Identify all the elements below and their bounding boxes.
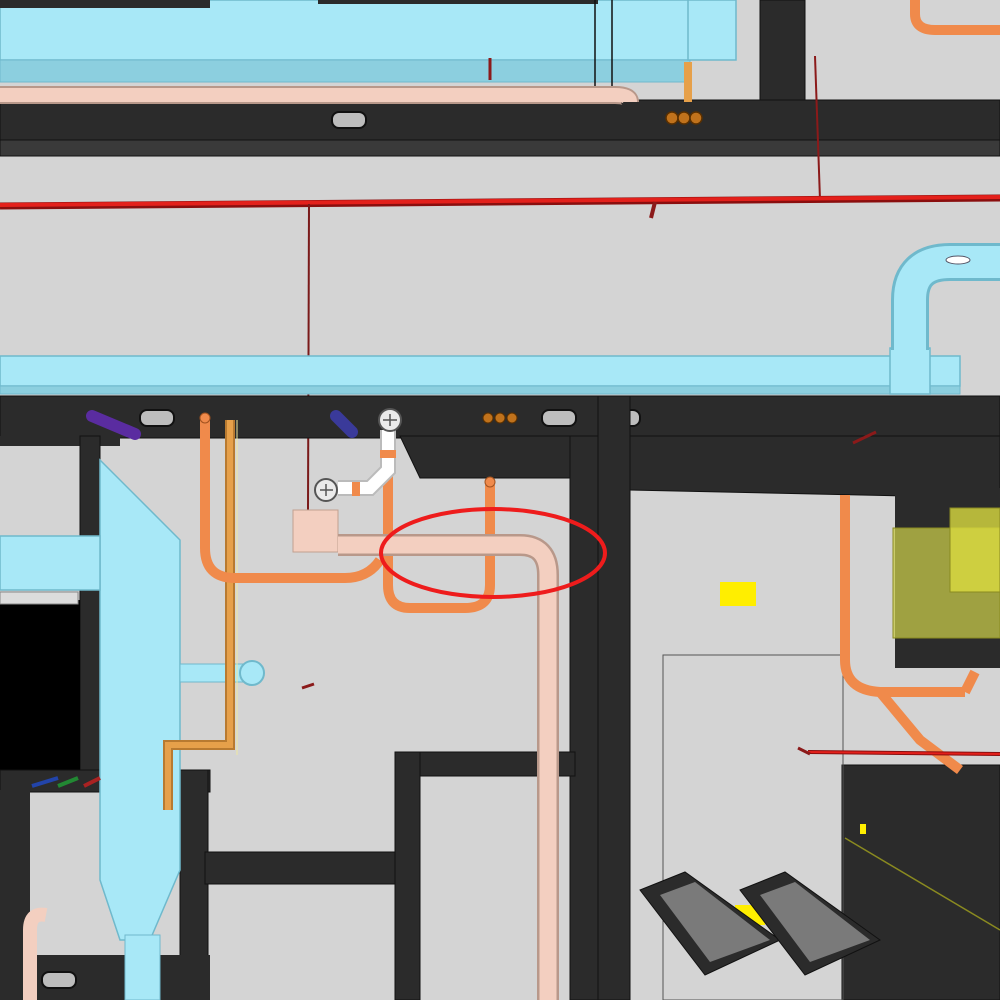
beam-drop[interactable]	[399, 435, 571, 479]
hanger-rod	[852, 430, 877, 445]
refrigerant-pipe[interactable]	[86, 410, 141, 440]
floor-drain-icon	[378, 408, 402, 432]
pipe-stub	[57, 776, 79, 788]
hanger-rod	[301, 682, 315, 690]
marker	[860, 824, 866, 834]
air-diffuser[interactable]	[739, 871, 881, 976]
refrigerant-pipe[interactable]	[330, 410, 358, 438]
cleanout-icon	[314, 478, 338, 502]
hvac-duct-riser[interactable]	[0, 458, 265, 1000]
drain-assembly[interactable]	[338, 430, 396, 496]
pipe-penetrations-mid	[482, 412, 518, 424]
storm-pipe-lower[interactable]	[23, 907, 48, 1000]
pipe-stub	[83, 776, 101, 788]
hvac-duct-upper[interactable]	[0, 0, 737, 83]
cable-tray-line	[844, 837, 1000, 931]
pipe-penetrations-top	[665, 111, 703, 125]
fire-branch[interactable]	[797, 746, 1000, 756]
pipe-cap	[484, 476, 496, 488]
fire-main[interactable]	[0, 194, 1000, 219]
highlight-ring-icon[interactable]	[379, 507, 607, 599]
junction-box[interactable]	[292, 509, 339, 553]
sanitary-pipe[interactable]	[200, 420, 980, 774]
hanger-rod	[814, 55, 821, 201]
hvac-duct-middle[interactable]	[0, 243, 1000, 395]
gas-pipe-drop[interactable]	[684, 62, 692, 102]
sanitary-pipe-top-right[interactable]	[910, 0, 1000, 35]
storm-pipe[interactable]	[338, 534, 559, 1000]
pipe-stub	[31, 776, 59, 788]
beam-center-frame[interactable]	[204, 435, 599, 1000]
equipment-box[interactable]	[892, 507, 1000, 639]
marker	[720, 582, 756, 606]
pipe-cap	[199, 412, 211, 424]
storm-pipe-upper[interactable]	[0, 86, 639, 106]
